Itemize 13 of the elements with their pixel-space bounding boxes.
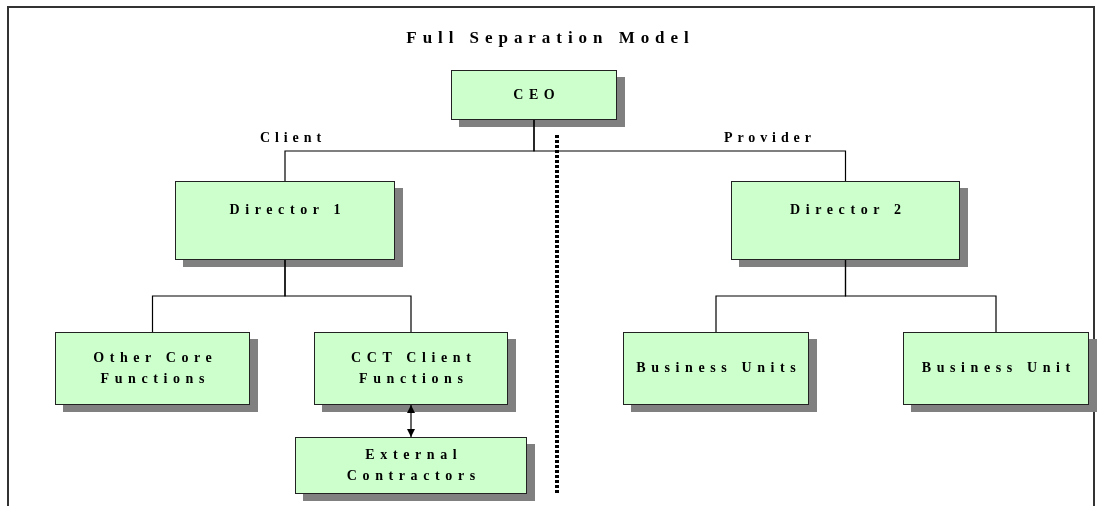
box-label: Business Units [635,359,802,378]
box-label: Business Unit [920,359,1076,378]
box-label: CCT Client Functions [350,349,478,388]
box-label: Other Core Functions [92,349,219,388]
box-label: External Contractors [345,446,482,485]
connector-line [844,259,997,333]
box-label: Director 1 [228,201,347,219]
diagram-title: Full Separation Model [405,28,696,48]
arrow [407,404,415,438]
box-label: CEO [512,85,561,104]
connector-line [533,119,847,182]
box-label: Director 2 [789,201,907,219]
connector-line [284,259,412,333]
